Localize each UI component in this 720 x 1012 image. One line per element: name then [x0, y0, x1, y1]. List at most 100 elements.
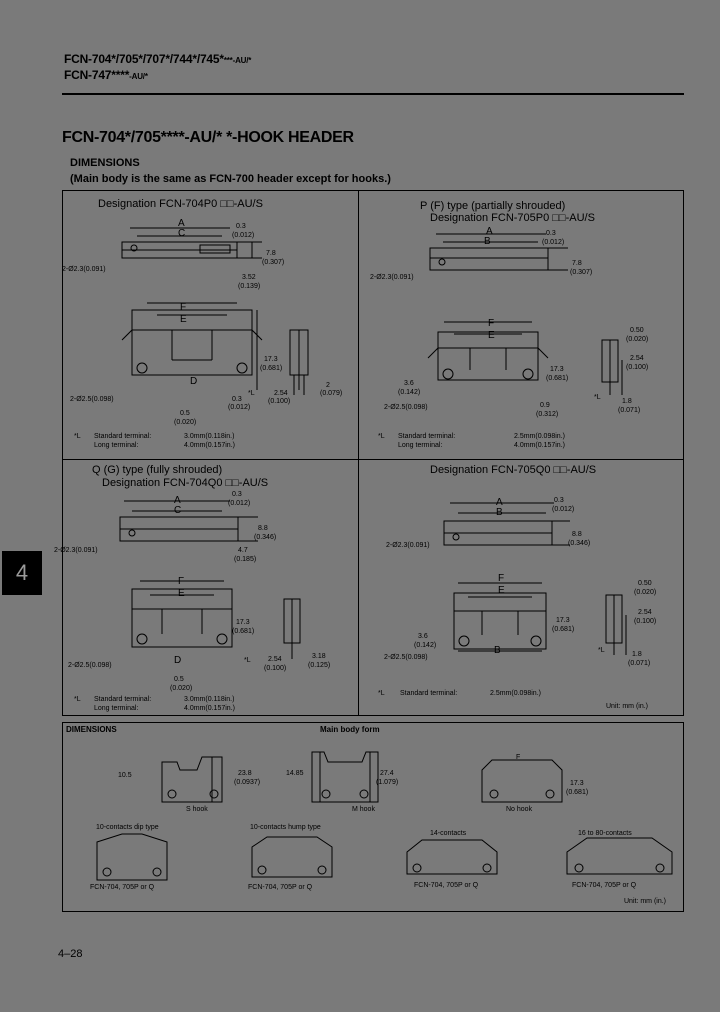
dim-value: 0.9	[540, 402, 550, 409]
series-header-suffix: ***-AU/*	[223, 56, 252, 65]
dim-value: 1.8	[622, 398, 632, 405]
long-terminal-label: Long terminal:	[94, 705, 139, 712]
panel-705q0: Designation FCN-705Q0 □□-AU/S A B 0.3 (0…	[358, 459, 684, 716]
top-view-drawing	[443, 502, 627, 655]
dim-value: (0.100)	[626, 364, 649, 371]
unit-note: Unit: mm (in.)	[606, 703, 648, 710]
dim-value: (0.681)	[552, 626, 575, 633]
dim-e-label: E	[488, 330, 495, 341]
type-label: Q (G) type (fully shrouded)	[92, 464, 223, 476]
dim-l-label: *L	[598, 647, 605, 654]
dim-value: 0.50	[630, 327, 644, 334]
dim-b-label: B	[484, 236, 491, 247]
terminal-note-mark: *L	[74, 696, 81, 703]
series-header-main: FCN-747****	[64, 68, 130, 82]
dim-value: 0.3	[232, 396, 242, 403]
dim-d-label: D	[174, 655, 182, 666]
dim-f-label: F	[178, 576, 185, 587]
terminal-note-mark: *L	[378, 690, 385, 697]
variant-title: 10-contacts dip type	[96, 824, 159, 831]
top-view-drawing	[427, 233, 623, 395]
dim-value: (0.020)	[170, 685, 193, 692]
dim-value: 17.3	[550, 366, 564, 373]
hook-dimensions-frame	[62, 722, 684, 912]
dim-e-label: E	[498, 585, 505, 596]
page-number: 4–28	[58, 948, 83, 960]
dim-value: (0.346)	[254, 534, 277, 541]
dim-l-label: *L	[594, 394, 601, 401]
dim-value: 2	[326, 382, 330, 389]
dim-a-label: A	[178, 218, 185, 229]
dim-value: 0.5	[174, 676, 184, 683]
dim-value: (0.681)	[232, 628, 255, 635]
panel-705p0: P (F) type (partially shrouded) Designat…	[358, 190, 684, 459]
designation-label: Designation FCN-705P0 □□-AU/S	[430, 212, 595, 224]
dim-value: 8.8	[258, 525, 268, 532]
main-body-form-label: Main body form	[320, 725, 380, 734]
dim-e-label: E	[180, 314, 187, 325]
dim-d-label: D	[190, 376, 198, 387]
dim-value: (0.100)	[634, 618, 657, 625]
standard-terminal-label: Standard terminal:	[94, 433, 152, 440]
terminal-note-mark: *L	[378, 433, 385, 440]
dim-value: 2-Ø2.5(0.098)	[68, 662, 112, 669]
chapter-tab: 4	[2, 551, 42, 595]
top-view-drawing	[121, 227, 309, 395]
standard-terminal-value: 3.0mm(0.118in.)	[184, 696, 235, 703]
series-header-line2: FCN-747****-AU/*	[64, 68, 148, 82]
dim-value: (0.071)	[628, 660, 651, 667]
panel-704p0: Designation FCN-704P0 □□-AU/S A C 0.3 (0…	[62, 190, 358, 459]
dim-value: (0.142)	[398, 389, 421, 396]
hook-forms-drawing	[96, 751, 673, 881]
dim-value: (0.020)	[634, 589, 657, 596]
series-header-main: FCN-704*/705*/707*/744*/745*	[64, 52, 224, 66]
panel-divider-vertical	[358, 190, 359, 716]
dim-value: 0.3	[236, 223, 246, 230]
standard-terminal-value: 2.5mm(0.098in.)	[490, 690, 541, 697]
m-hook-label: M hook	[352, 806, 375, 813]
dim-value: (0.079)	[320, 390, 343, 397]
dim-value: 2-Ø2.3(0.091)	[62, 266, 106, 273]
dim-value: (0.142)	[414, 642, 437, 649]
dim-value: 0.5	[180, 410, 190, 417]
no-hook-dim: 17.3	[570, 780, 584, 787]
dim-value: (0.346)	[568, 540, 591, 547]
dim-value: (0.307)	[262, 259, 285, 266]
dim-value: 0.50	[638, 580, 652, 587]
dim-value: 2-Ø2.5(0.098)	[384, 404, 428, 411]
dim-value: (0.012)	[542, 239, 565, 246]
dim-e-label: E	[178, 588, 185, 599]
terminal-note-mark: *L	[74, 433, 81, 440]
dim-value: 0.3	[546, 230, 556, 237]
dim-value: (0.020)	[174, 419, 197, 426]
dim-value: 2.54	[638, 609, 652, 616]
panel-704q0: Q (G) type (fully shrouded) Designation …	[54, 459, 358, 716]
dim-value: 2-Ø2.3(0.091)	[386, 542, 430, 549]
dim-value: 2-Ø2.5(0.098)	[384, 654, 428, 661]
unit-note: Unit: mm (in.)	[624, 898, 666, 905]
dim-value: (0.681)	[260, 365, 283, 372]
dim-b-label: B	[496, 507, 503, 518]
s-hook-dim: 10.5	[118, 772, 132, 779]
s-hook-dim: (0.0937)	[234, 779, 261, 786]
dim-value: 17.3	[556, 617, 570, 624]
dim-value: (0.307)	[570, 269, 593, 276]
dim-value: (0.012)	[228, 404, 251, 411]
dim-value: 3.6	[418, 633, 428, 640]
dim-value: (0.012)	[228, 500, 251, 507]
panel-divider-horizontal	[62, 459, 684, 460]
no-hook-label: No hook	[506, 806, 533, 813]
page-title: FCN-704*/705****-AU/* *-HOOK HEADER	[62, 129, 354, 146]
m-hook-dim: (1.079)	[376, 779, 399, 786]
dim-value: 17.3	[236, 619, 250, 626]
dim-c-label: C	[174, 505, 182, 516]
dim-a-label: A	[486, 226, 493, 237]
variant-caption: FCN-704, 705P or Q	[572, 882, 637, 889]
dim-value: (0.125)	[308, 662, 331, 669]
variant-title: 14-contacts	[430, 830, 467, 837]
dim-value: 7.8	[266, 250, 276, 257]
type-label: P (F) type (partially shrouded)	[420, 200, 566, 212]
dim-value: (0.012)	[232, 232, 255, 239]
dim-value: 17.3	[264, 356, 278, 363]
dimensions-heading: DIMENSIONS	[70, 157, 140, 169]
